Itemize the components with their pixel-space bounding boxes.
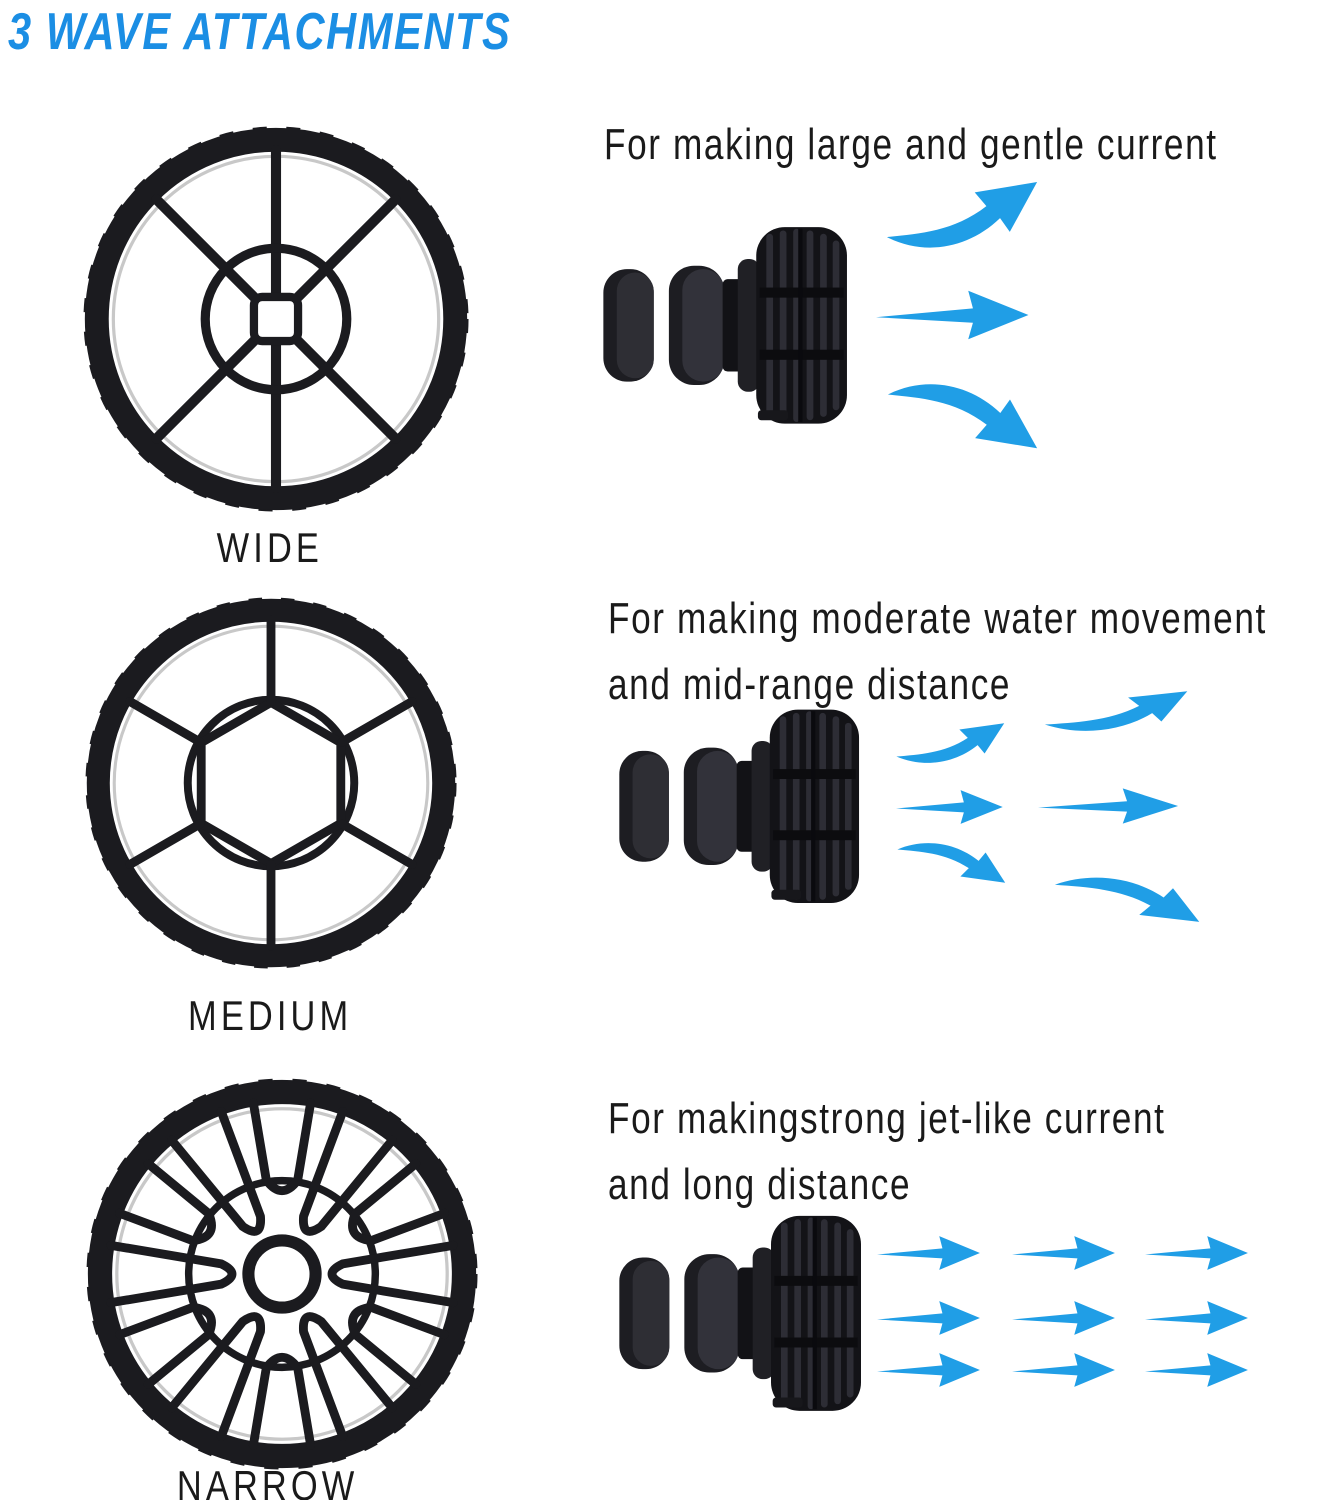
- wavemaker-pump-icon: [619, 709, 860, 904]
- flow-arrow-straight-icon: [1145, 1353, 1248, 1387]
- description-medium-line2: and mid-range distance: [608, 660, 1012, 709]
- attachment-label-narrow: NARROW: [108, 1462, 428, 1500]
- description-medium: For making moderate water movement and m…: [608, 586, 1328, 718]
- flow-arrow-straight-icon: [876, 290, 1029, 340]
- flow-arrow-curved-down-icon: [1054, 877, 1200, 922]
- flow-arrow-straight-icon: [1145, 1236, 1248, 1270]
- wide-attachment-wheel-icon: [83, 126, 469, 512]
- wavemaker-pump-icon: [603, 227, 847, 424]
- flow-arrow-straight-icon: [1012, 1353, 1115, 1387]
- flow-arrow-straight-icon: [877, 1301, 980, 1335]
- flow-arrow-straight-icon: [896, 790, 1003, 824]
- attachment-label-medium-text: MEDIUM: [187, 992, 353, 1039]
- page-title: 3 WAVE ATTACHMENTS: [8, 2, 637, 62]
- description-medium-line1: For making moderate water movement: [608, 594, 1267, 643]
- description-narrow-line1: For makingstrong jet-like current: [608, 1094, 1166, 1143]
- description-narrow: For makingstrong jet-like current and lo…: [608, 1086, 1305, 1218]
- flow-arrow-straight-icon: [1145, 1301, 1248, 1335]
- description-narrow-line2: and long distance: [608, 1160, 912, 1209]
- flow-arrow-straight-icon: [1012, 1236, 1115, 1270]
- flow-arrow-curved-up-icon: [886, 182, 1038, 248]
- flow-arrow-straight-icon: [1038, 788, 1179, 824]
- narrow-attachment-wheel-icon: [86, 1078, 478, 1470]
- attachment-label-medium: MEDIUM: [110, 992, 430, 1040]
- flow-arrow-straight-icon: [1012, 1301, 1115, 1335]
- description-wide-line1: For making large and gentle current: [604, 120, 1218, 169]
- flow-arrow-straight-icon: [877, 1236, 980, 1270]
- flow-arrow-curved-down-icon: [897, 843, 1006, 883]
- page-title-text: 3 WAVE ATTACHMENTS: [8, 3, 512, 61]
- description-wide: For making large and gentle current: [604, 112, 1328, 178]
- flow-arrow-curved-up-icon: [1044, 691, 1188, 731]
- wavemaker-pump-icon: [619, 1215, 861, 1411]
- attachment-label-narrow-text: NARROW: [177, 1462, 359, 1500]
- flow-arrow-straight-icon: [877, 1353, 980, 1387]
- medium-attachment-wheel-icon: [85, 597, 457, 969]
- flow-arrow-curved-up-icon: [896, 723, 1005, 763]
- attachment-label-wide-text: WIDE: [216, 524, 324, 571]
- flow-arrow-curved-down-icon: [887, 384, 1038, 449]
- attachment-label-wide: WIDE: [110, 524, 430, 572]
